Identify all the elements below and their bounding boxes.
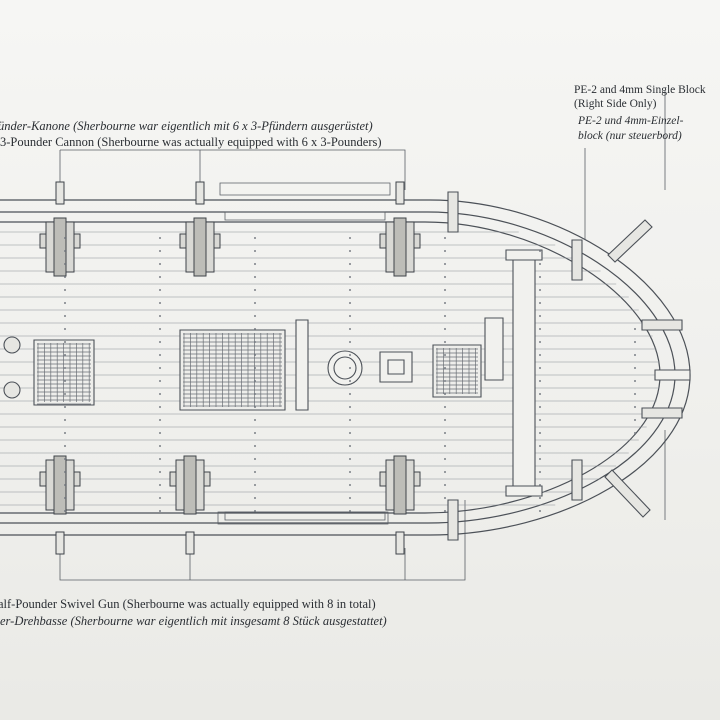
right-label-german-2: block (nur steuerbord) <box>578 130 682 142</box>
bow-swivels <box>4 192 682 540</box>
cannons <box>40 182 420 554</box>
right-label-german-1: PE-2 und 4mm-Einzel- <box>578 115 684 127</box>
top-label-english: 3-Pounder Cannon (Sherbourne was actuall… <box>0 135 382 149</box>
grating-large <box>180 330 285 410</box>
grating-small-right <box>433 345 481 397</box>
bottom-label-german: er-Drehbasse (Sherbourne war eigentlich … <box>0 614 387 628</box>
right-label-english-1: PE-2 and 4mm Single Block <box>574 84 706 96</box>
capstan <box>296 318 503 410</box>
top-label-german: ünder-Kanone (Sherbourne war eigentlich … <box>0 119 373 133</box>
bottom-label-english: alf-Pounder Swivel Gun (Sherbourne was a… <box>0 597 376 611</box>
top-rail-parts <box>218 183 390 524</box>
right-label-english-2: (Right Side Only) <box>574 98 657 110</box>
treenails <box>64 237 636 512</box>
fore-bitts <box>506 250 690 496</box>
grating-small-left <box>34 340 94 405</box>
